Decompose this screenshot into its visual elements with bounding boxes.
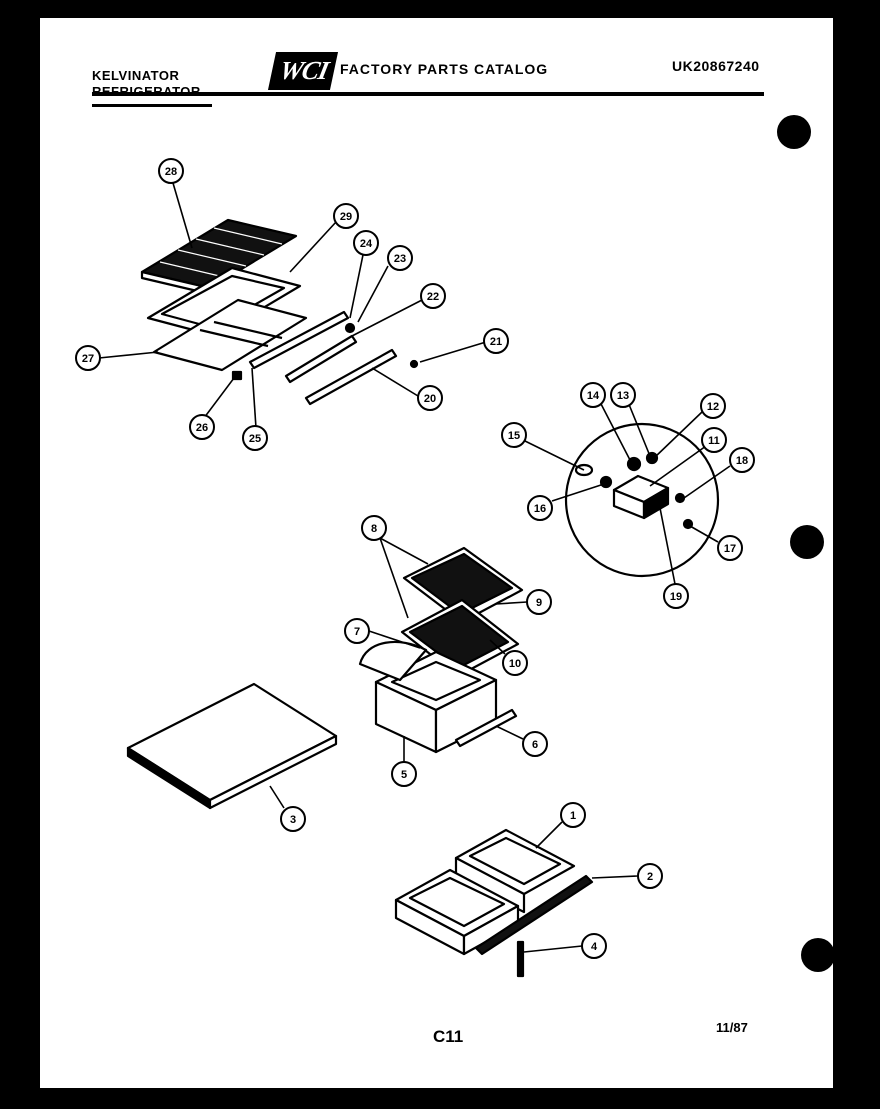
crisper-pin xyxy=(516,940,525,978)
svg-text:27: 27 xyxy=(82,353,94,365)
svg-text:15: 15 xyxy=(508,430,520,442)
svg-text:13: 13 xyxy=(617,390,629,402)
page-code: C11 xyxy=(433,1027,464,1046)
meat-keeper-rail xyxy=(454,708,518,748)
meat-keeper-cover xyxy=(358,640,428,682)
header-rule xyxy=(92,92,764,96)
catalog-title: FACTORY PARTS CATALOG xyxy=(340,61,549,77)
callout-19: 19 xyxy=(663,583,689,609)
shelf-screw xyxy=(409,359,419,369)
binder-hole-middle xyxy=(790,525,824,559)
svg-text:7: 7 xyxy=(354,626,360,638)
svg-text:1: 1 xyxy=(570,810,576,822)
crisper-rail xyxy=(474,874,594,956)
detail-circle xyxy=(564,422,720,578)
callout-17: 17 xyxy=(717,535,743,561)
svg-text:25: 25 xyxy=(249,433,261,445)
svg-text:21: 21 xyxy=(490,336,502,348)
callout-15: 15 xyxy=(501,422,527,448)
callout-2: 2 xyxy=(637,863,663,889)
svg-text:19: 19 xyxy=(670,591,682,603)
callout-27: 27 xyxy=(75,345,101,371)
svg-text:18: 18 xyxy=(736,455,748,467)
callout-29: 29 xyxy=(333,203,359,229)
callout-23: 23 xyxy=(387,245,413,271)
svg-text:17: 17 xyxy=(724,543,736,555)
latch-nut xyxy=(674,492,686,504)
shelf-clip xyxy=(231,370,243,381)
callout-12: 12 xyxy=(700,393,726,419)
binder-hole-bottom xyxy=(801,938,835,972)
svg-text:9: 9 xyxy=(536,597,542,609)
svg-text:4: 4 xyxy=(591,941,598,953)
callout-4: 4 xyxy=(581,933,607,959)
callout-6: 6 xyxy=(522,731,548,757)
callout-25: 25 xyxy=(242,425,268,451)
model-number: UK20867240 xyxy=(672,58,760,74)
svg-text:22: 22 xyxy=(427,291,439,303)
glass-shelf-panel xyxy=(126,682,338,810)
brand-name: KELVINATOR xyxy=(92,68,180,83)
svg-text:28: 28 xyxy=(165,166,177,178)
header-underline xyxy=(92,104,212,107)
callout-28: 28 xyxy=(158,158,184,184)
callout-21: 21 xyxy=(483,328,509,354)
shelf-frame-lower xyxy=(152,298,308,372)
latch-bushing xyxy=(599,475,613,489)
svg-text:8: 8 xyxy=(371,523,377,535)
svg-text:5: 5 xyxy=(401,769,407,781)
callout-16: 16 xyxy=(527,495,553,521)
svg-text:12: 12 xyxy=(707,401,719,413)
shelf-rail-left xyxy=(248,310,350,370)
svg-text:20: 20 xyxy=(424,393,436,405)
leader-lines xyxy=(98,182,731,953)
svg-text:23: 23 xyxy=(394,253,406,265)
crisper-drawer-left xyxy=(394,868,520,956)
callout-5: 5 xyxy=(391,761,417,787)
callout-11: 11 xyxy=(701,427,727,453)
latch-housing xyxy=(612,474,670,520)
shelf-rail-right xyxy=(304,348,398,406)
svg-text:10: 10 xyxy=(509,658,521,670)
callout-9: 9 xyxy=(526,589,552,615)
callout-13: 13 xyxy=(610,382,636,408)
svg-text:29: 29 xyxy=(340,211,352,223)
crisper-shelf-upper xyxy=(402,546,524,624)
callout-3: 3 xyxy=(280,806,306,832)
callout-7: 7 xyxy=(344,618,370,644)
callout-14: 14 xyxy=(580,382,606,408)
latch-pin xyxy=(645,451,659,465)
shelf-rail-rod xyxy=(284,322,358,384)
callout-24: 24 xyxy=(353,230,379,256)
latch-cap xyxy=(574,463,594,477)
revision-date: 11/87 xyxy=(716,1020,748,1035)
binder-hole-top xyxy=(777,115,811,149)
crisper-drawer-right xyxy=(454,828,576,914)
svg-text:14: 14 xyxy=(587,390,600,402)
callout-22: 22 xyxy=(420,283,446,309)
svg-text:2: 2 xyxy=(647,871,653,883)
latch-spring xyxy=(626,456,642,472)
svg-text:6: 6 xyxy=(532,739,538,751)
svg-text:24: 24 xyxy=(360,238,373,250)
callout-20: 20 xyxy=(417,385,443,411)
callout-26: 26 xyxy=(189,414,215,440)
svg-text:11: 11 xyxy=(708,435,720,447)
callout-1: 1 xyxy=(560,802,586,828)
svg-text:26: 26 xyxy=(196,422,208,434)
callout-8: 8 xyxy=(361,515,387,541)
callout-18: 18 xyxy=(729,447,755,473)
svg-text:3: 3 xyxy=(290,814,296,826)
callout-10: 10 xyxy=(502,650,528,676)
svg-text:16: 16 xyxy=(534,503,546,515)
